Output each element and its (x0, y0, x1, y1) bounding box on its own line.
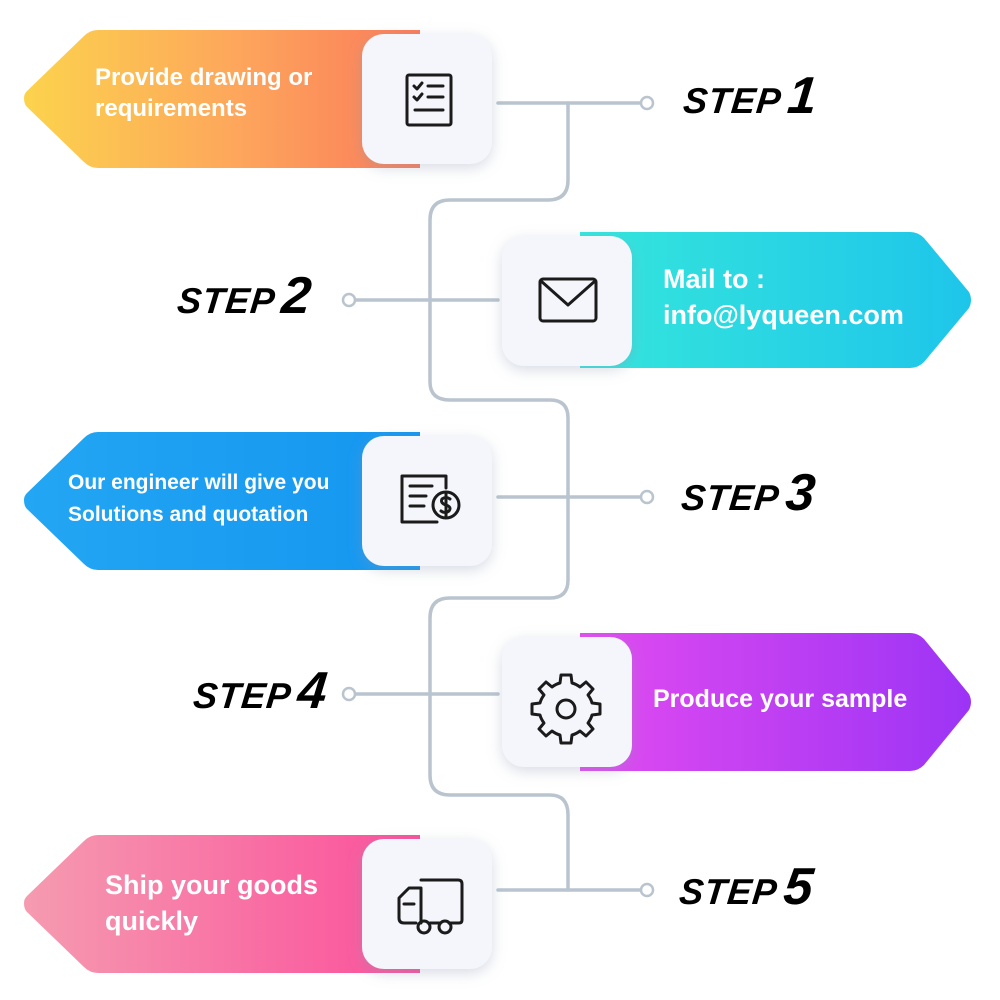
step-3-description: Our engineer will give you Solutions and… (68, 471, 330, 526)
step-5-label: STEP5 (677, 858, 817, 916)
step-4-description: Produce your sample (653, 685, 908, 713)
checklist-icon (405, 73, 453, 127)
step-4-icon-card (502, 637, 632, 767)
invoice-dollar-icon (400, 474, 461, 524)
step-3-label: STEP3 (679, 464, 819, 522)
step-5-description: Ship your goods quickly (105, 870, 318, 937)
step-4-label: STEP4 (191, 662, 331, 720)
step-4-banner (580, 633, 971, 771)
step-5-icon-card (362, 839, 492, 969)
delivery-truck-icon (397, 878, 464, 935)
connector-lines (352, 101, 642, 892)
step-2-label: STEP2 (175, 267, 315, 325)
step-2-banner (580, 232, 971, 368)
step-1-banner (24, 30, 420, 168)
step-2-icon-card (502, 236, 632, 366)
step-3-icon-card (362, 436, 492, 566)
step-5-banner (24, 835, 420, 973)
gear-icon (530, 673, 602, 745)
connector-dots (341, 95, 655, 898)
step-2-description: Mail to : info@lyqueen.com (663, 264, 904, 330)
step-1-description: Provide drawing or requirements (95, 64, 313, 122)
mail-icon (538, 277, 598, 323)
step-3-banner (24, 432, 420, 570)
step-1-label: STEP1 (681, 67, 821, 125)
step-1-icon-card (362, 34, 492, 164)
